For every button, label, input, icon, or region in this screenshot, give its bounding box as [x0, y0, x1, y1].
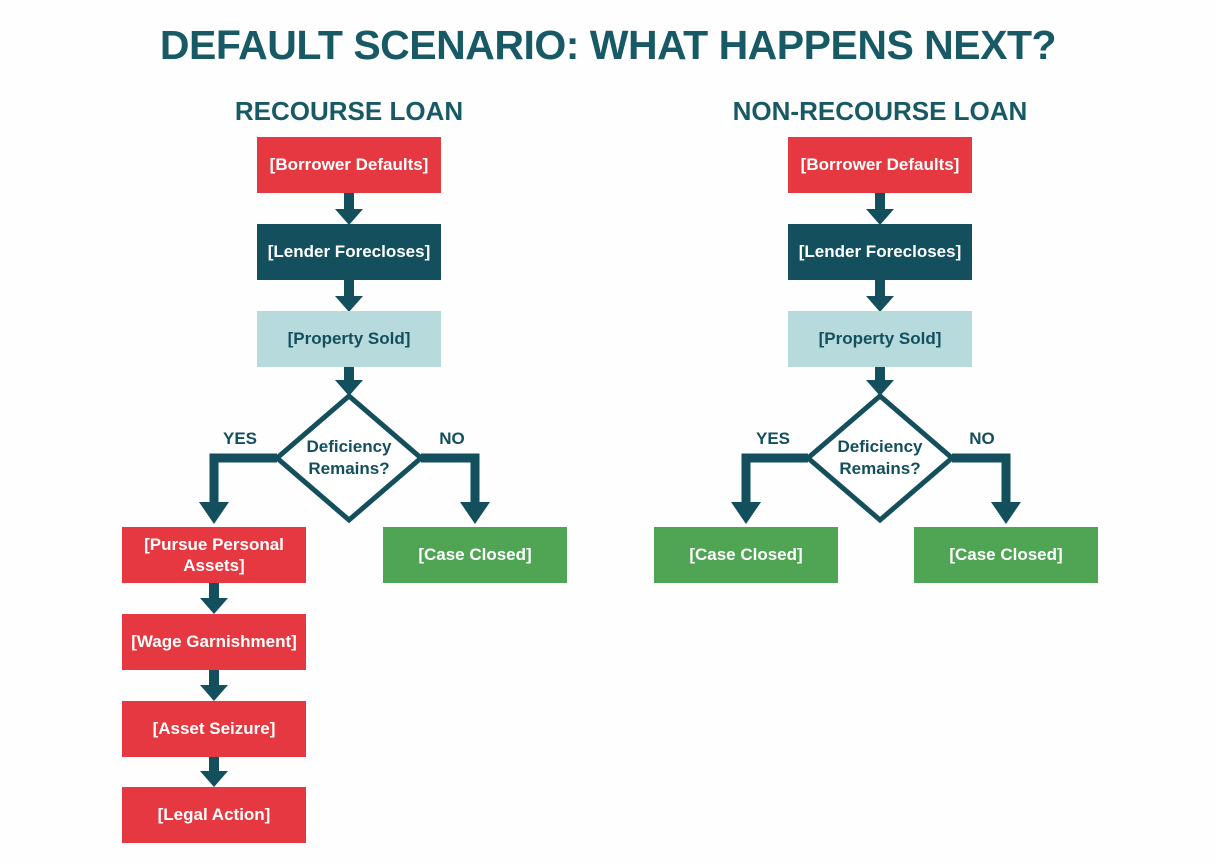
arrow-nonrecourse-no-branch — [952, 453, 1021, 524]
page-title: DEFAULT SCENARIO: WHAT HAPPENS NEXT? — [159, 22, 1057, 68]
recourse-decision-label: Deficiency Remains? — [306, 436, 392, 478]
arrow-recourse-no-branch — [421, 453, 490, 524]
arrow-recourse-pursue-to-wage — [200, 583, 228, 614]
column-header-recourse: RECOURSE LOAN — [234, 96, 464, 126]
recourse-no-label: NO — [439, 429, 465, 448]
arrow-recourse-yes-branch — [199, 453, 277, 524]
recourse-node-asset-seizure: [Asset Seizure] — [122, 701, 306, 757]
arrow-nonrecourse-yes-branch — [731, 453, 808, 524]
nonrecourse-node-case-closed-no: [Case Closed] — [914, 527, 1098, 583]
nonrecourse-decision-diamond — [804, 392, 956, 524]
recourse-node-wage-garnishment: [Wage Garnishment] — [122, 614, 306, 670]
recourse-yes-label: YES — [222, 429, 258, 448]
recourse-node-case-closed: [Case Closed] — [383, 527, 567, 583]
arrow-nonrecourse-sold-to-decision — [866, 367, 894, 396]
recourse-node-property-sold: [Property Sold] — [257, 311, 441, 367]
arrow-nonrecourse-forecloses-to-sold — [866, 280, 894, 312]
recourse-node-lender-forecloses: [Lender Forecloses] — [257, 224, 441, 280]
recourse-node-borrower-defaults: [Borrower Defaults] — [257, 137, 441, 193]
recourse-node-pursue-personal-assets: [Pursue Personal Assets] — [122, 527, 306, 583]
recourse-decision-diamond — [273, 392, 425, 524]
nonrecourse-yes-label: YES — [755, 429, 791, 448]
arrow-recourse-seizure-to-legal — [200, 757, 228, 787]
arrow-nonrecourse-defaults-to-forecloses — [866, 193, 894, 225]
arrow-recourse-sold-to-decision — [335, 367, 363, 396]
recourse-node-legal-action: [Legal Action] — [122, 787, 306, 843]
arrow-recourse-wage-to-seizure — [200, 670, 228, 701]
nonrecourse-no-label: NO — [969, 429, 995, 448]
arrow-recourse-forecloses-to-sold — [335, 280, 363, 312]
nonrecourse-decision-label: Deficiency Remains? — [837, 436, 923, 478]
nonrecourse-node-case-closed-yes: [Case Closed] — [654, 527, 838, 583]
nonrecourse-node-lender-forecloses: [Lender Forecloses] — [788, 224, 972, 280]
column-header-non-recourse: NON-RECOURSE LOAN — [732, 96, 1028, 126]
nonrecourse-node-property-sold: [Property Sold] — [788, 311, 972, 367]
arrow-recourse-defaults-to-forecloses — [335, 193, 363, 225]
nonrecourse-node-borrower-defaults: [Borrower Defaults] — [788, 137, 972, 193]
